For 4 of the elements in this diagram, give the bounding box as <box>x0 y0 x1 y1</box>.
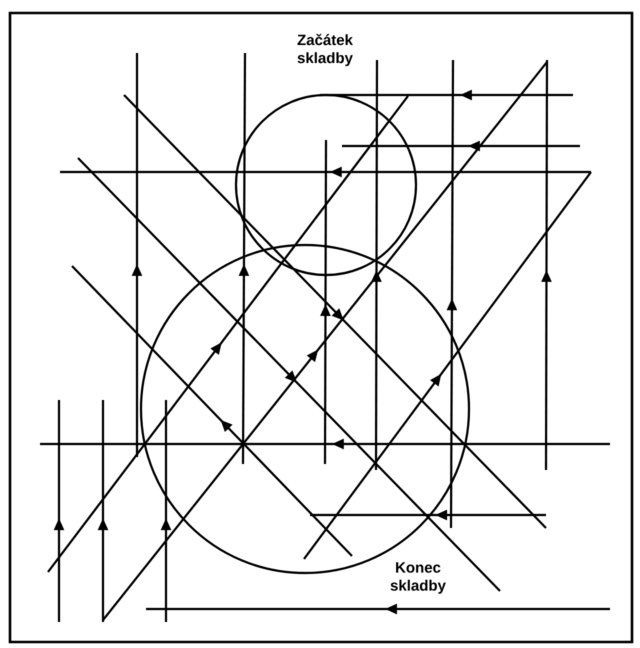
circle <box>234 94 418 276</box>
node-label: Začátek skladby <box>298 34 353 66</box>
circle <box>140 244 470 574</box>
node-label: Konec skladby <box>390 562 446 594</box>
